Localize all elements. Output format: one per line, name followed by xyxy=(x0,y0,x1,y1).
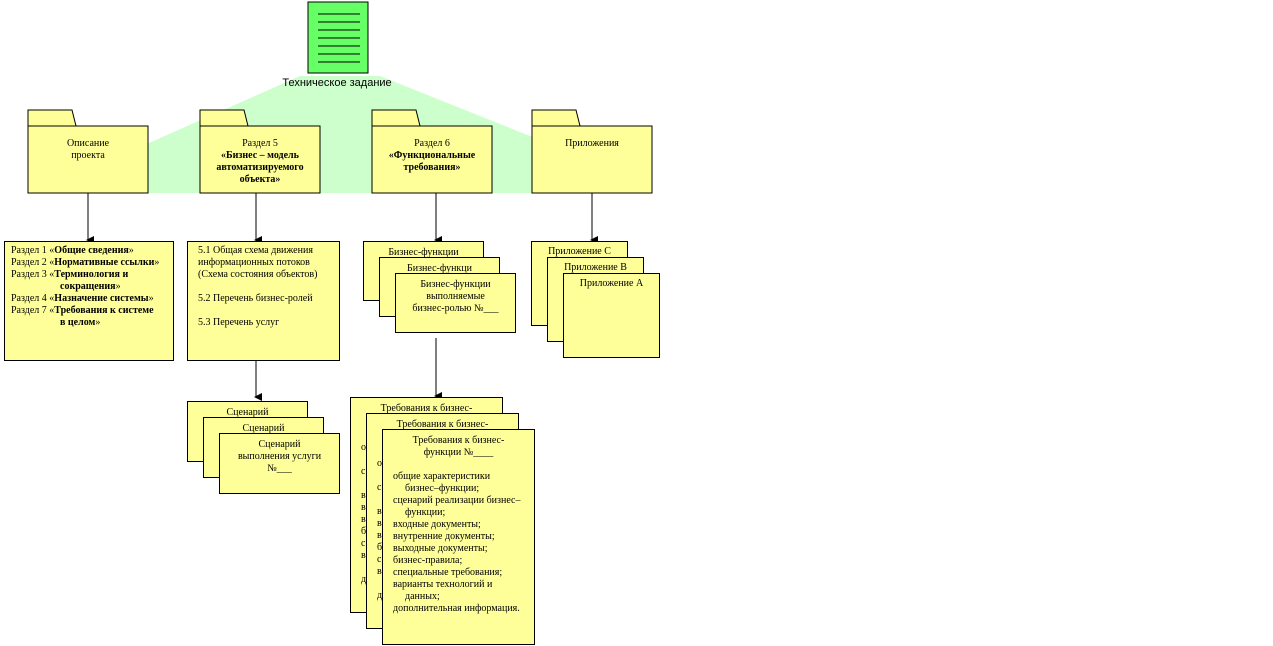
requirements-card-front: Требования к бизнес- функции №____ общие… xyxy=(382,429,535,645)
folder-section5-label: Раздел 5 «Бизнес – модель автоматизируем… xyxy=(216,138,304,185)
description-note: Раздел 1 «Общие сведения» Раздел 2 «Норм… xyxy=(4,241,174,361)
folder-appendices-label: Приложения xyxy=(565,138,619,149)
description-item: Раздел 1 «Общие сведения» xyxy=(11,245,134,256)
folder-section6-icon xyxy=(371,109,493,194)
section5-note: 5.1 Общая схема движения информационных … xyxy=(187,241,340,361)
scenario-card-front: Сценарий выполнения услуги №___ xyxy=(219,433,340,494)
appendix-a-card: Приложение А xyxy=(563,273,660,358)
business-function-card-front: Бизнес-функции выполняемые бизнес-ролью … xyxy=(395,273,516,333)
root-document-icon xyxy=(307,1,369,74)
description-item: Раздел 3 «Терминология и xyxy=(11,269,129,280)
description-item: Раздел 2 «Нормативные ссылки» xyxy=(11,257,160,268)
folder-description-label: Описание проекта xyxy=(66,138,110,161)
folder-section6-label: Раздел 6 «Функциональные требования» xyxy=(388,138,476,173)
description-item: Раздел 7 «Требования к системе xyxy=(11,305,154,316)
folder-description-icon xyxy=(27,109,149,194)
folder-section5-icon xyxy=(199,109,321,194)
description-item: в целом» xyxy=(60,317,101,328)
folder-appendices-icon xyxy=(531,109,653,194)
description-item: сокращения» xyxy=(60,281,121,292)
description-item: Раздел 4 «Назначение системы» xyxy=(11,293,154,304)
root-title: Техническое задание xyxy=(282,77,392,89)
